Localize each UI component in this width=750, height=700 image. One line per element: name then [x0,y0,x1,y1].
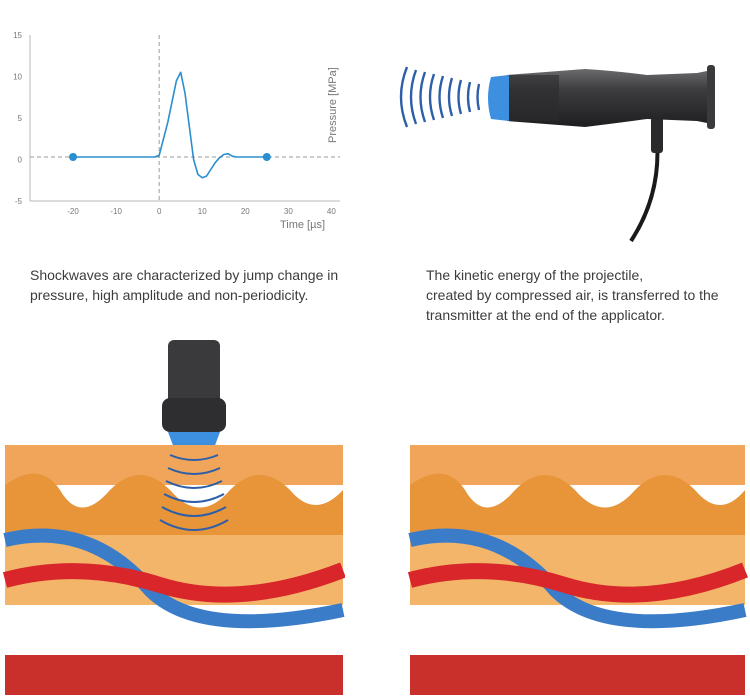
y-axis-label: Pressure [MPa] [327,67,339,143]
y-tick-labels: -5 0 5 10 15 [13,31,22,206]
y-tick-label: 10 [13,73,22,82]
caption-line: Shockwaves are characterized by jump cha… [30,267,339,283]
transmitter-tip [488,75,509,121]
shockwave-arcs [399,66,481,128]
applicator-cable [629,139,660,243]
x-tick-label: 40 [327,207,336,216]
applicator-illustration [399,65,715,243]
y-tick-label: -5 [15,197,23,206]
skin-layer [5,445,343,485]
artery [2,562,345,603]
series-marker [262,153,271,162]
applicator-grip-rings [507,75,559,121]
x-tick-label: 0 [157,207,162,216]
series-markers [69,153,271,162]
muscle-layer [410,655,745,695]
muscle-layer [5,655,343,695]
applicator-end-cap [707,65,715,129]
caption-line: transmitter at the end of the applicator… [426,307,665,323]
caption-shockwave: Shockwaves are characterized by jump cha… [30,265,338,305]
y-tick-label: 0 [18,156,23,165]
skin-layer [410,445,745,485]
y-tick-label: 15 [13,31,22,40]
x-tick-label: 10 [198,207,207,216]
tissue-illustration-untreated [407,445,748,695]
x-tick-label: -10 [110,207,122,216]
caption-kinetic-energy: The kinetic energy of the projectile, cr… [426,265,719,325]
caption-line: pressure, high amplitude and non-periodi… [30,287,309,303]
x-tick-label: -20 [67,207,79,216]
pressure-series-line [73,71,267,179]
x-axis-label: Time [µs] [280,219,325,231]
x-tick-label: 30 [284,207,293,216]
x-tick-label: 20 [241,207,250,216]
series-marker [69,153,78,162]
x-tick-labels: -20 -10 0 10 20 30 40 [67,207,336,216]
y-tick-label: 5 [18,114,23,123]
handpiece-tip [168,432,220,448]
artery [407,562,748,603]
tissue-shockwaves [159,454,229,531]
handpiece-ring [162,398,226,432]
cable-strain-relief [651,117,663,153]
dermis-layer [410,473,745,535]
tissue-illustration-treated [2,340,345,695]
caption-line: created by compressed air, is transferre… [426,287,719,303]
dermis-layer [5,473,343,535]
caption-line: The kinetic energy of the projectile, [426,267,644,283]
